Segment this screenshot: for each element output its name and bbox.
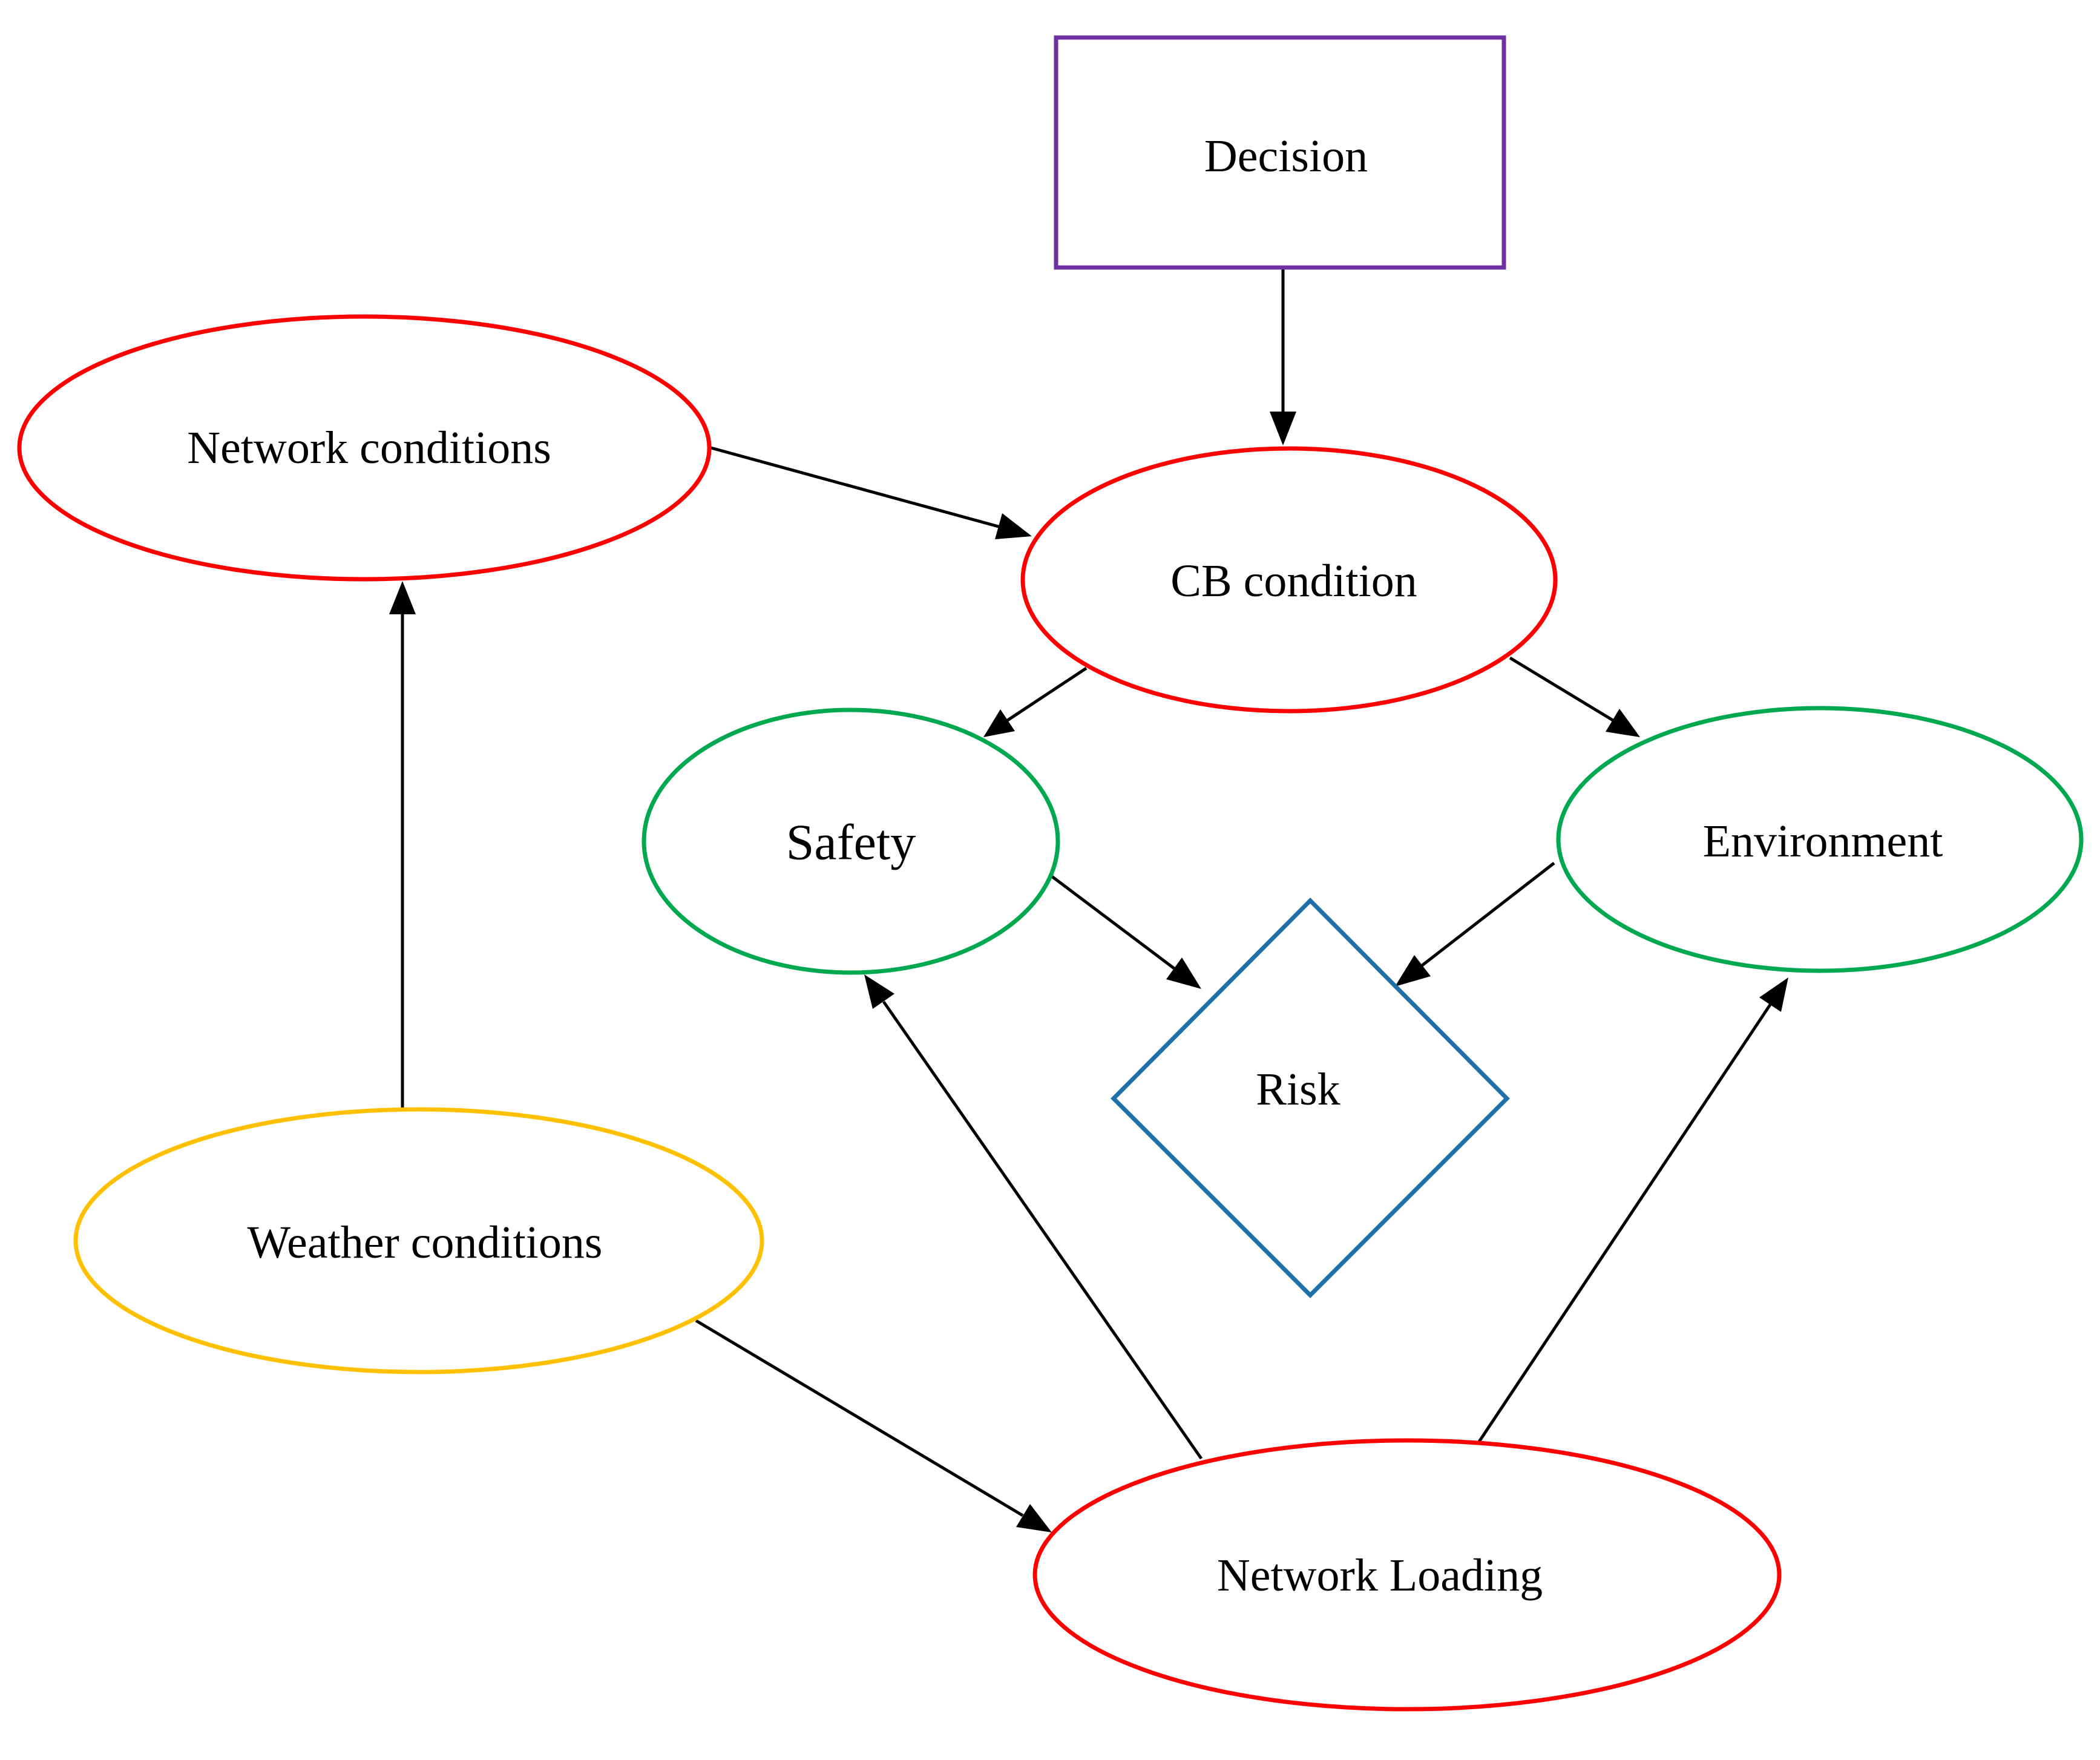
edge-environment-to-risk bbox=[1395, 862, 1555, 987]
edge-weather-to-network-loading bbox=[695, 1319, 1052, 1532]
node-label-safety: Safety bbox=[786, 815, 916, 871]
edge-weather-to-network-conditions bbox=[389, 581, 416, 1108]
node-weather-conditions: Weather conditions bbox=[73, 1107, 764, 1374]
edge-cb-condition-to-safety bbox=[983, 666, 1088, 737]
node-decision: Decision bbox=[1054, 35, 1506, 270]
node-label-network-loading: Network Loading bbox=[1217, 1550, 1543, 1601]
edge-cb-condition-to-environment bbox=[1509, 656, 1640, 737]
edge-network-conditions-to-cb-condition bbox=[710, 446, 1032, 539]
edge-network-loading-to-safety bbox=[864, 974, 1203, 1460]
node-label-risk: Risk bbox=[1256, 1064, 1340, 1115]
node-safety: Safety bbox=[641, 708, 1060, 975]
edge-network-loading-to-environment bbox=[1476, 977, 1788, 1445]
node-network-conditions: Network conditions bbox=[17, 314, 712, 582]
node-label-network-conditions: Network conditions bbox=[187, 422, 551, 473]
node-label-cb-condition: CB condition bbox=[1170, 556, 1417, 606]
edges bbox=[389, 269, 1788, 1532]
node-label-decision: Decision bbox=[1204, 131, 1368, 182]
edge-safety-to-risk bbox=[1051, 875, 1201, 989]
node-label-environment: Environment bbox=[1703, 816, 1943, 867]
node-label-weather-conditions: Weather conditions bbox=[248, 1217, 603, 1268]
node-environment: Environment bbox=[1556, 706, 2084, 973]
edge-decision-to-cb-condition bbox=[1270, 269, 1296, 445]
node-network-loading: Network Loading bbox=[1032, 1438, 1782, 1712]
node-risk: Risk bbox=[1111, 898, 1510, 1298]
node-cb-condition: CB condition bbox=[1020, 446, 1558, 714]
